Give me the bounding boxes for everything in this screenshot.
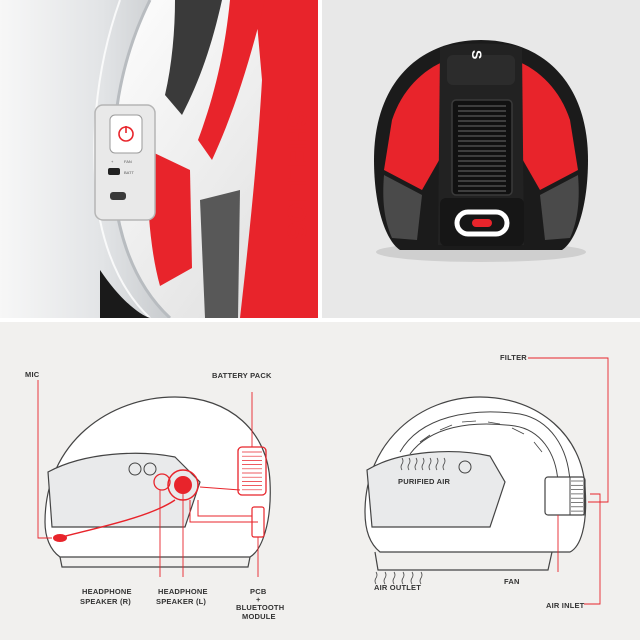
decor-wave <box>428 457 432 471</box>
pcb-label-3: BLUETOOTH <box>236 603 284 612</box>
decor-wave <box>392 571 396 585</box>
visor <box>0 0 170 318</box>
grey-graphic-right <box>540 175 579 240</box>
headphone-l-label-2: SPEAKER (L) <box>156 597 206 606</box>
filter-ridges <box>571 480 583 512</box>
purified-air-label: PURIFIED AIR <box>398 477 451 486</box>
helmet-diagram: MIC BATTERY PACK HEADPHONE SPEAKER (R) H… <box>0 322 640 640</box>
usb-port <box>110 192 126 200</box>
mic-label: MIC <box>25 370 40 379</box>
headphone-r-label-1: HEADPHONE <box>82 587 132 596</box>
panel-divider-horizontal <box>0 318 640 322</box>
filter-label: FILTER <box>500 353 527 362</box>
helmet-diagram-illustration: MIC BATTERY PACK HEADPHONE SPEAKER (R) H… <box>0 322 640 640</box>
air-outlet-label: AIR OUTLET <box>374 583 421 592</box>
helmet-closeup-illustration: + FAN BATT SHELLIOS <box>0 0 318 318</box>
rear-brand-text: S <box>469 50 485 59</box>
electronics-helmet <box>37 380 271 577</box>
battery-icon <box>108 168 120 175</box>
speaker-l <box>174 476 192 494</box>
red-stripe-upper <box>198 0 265 160</box>
decor-wave <box>435 457 439 471</box>
helmet-trim <box>100 270 150 318</box>
pcb-label-2: + <box>256 595 261 604</box>
decor-wave <box>421 457 425 471</box>
mic-boom <box>57 499 176 539</box>
batt-label: BATT <box>124 170 134 175</box>
power-button <box>109 114 143 154</box>
mic-capsule <box>53 534 67 542</box>
decor-wave <box>407 457 411 471</box>
decor-wave <box>401 571 405 585</box>
helmet-rear-illustration: S <box>322 0 640 318</box>
pcb-label-4: MODULE <box>242 612 276 621</box>
headphone-r-label-2: SPEAKER (R) <box>80 597 131 606</box>
fan-label: FAN <box>124 159 132 164</box>
decor-wave <box>410 571 414 585</box>
helmet-closeup-photo: + FAN BATT SHELLIOS <box>0 0 318 318</box>
speaker-r <box>153 473 171 491</box>
decor-wave <box>383 571 387 585</box>
purified-air-waves <box>400 457 446 471</box>
led-ring <box>454 209 510 237</box>
plus-glyph: + <box>111 159 114 164</box>
dark-stripe <box>165 0 222 115</box>
fan-unit <box>544 476 586 516</box>
panel-divider-vertical <box>318 0 322 318</box>
grey-panel <box>200 190 240 318</box>
helmet-rear-photo: S <box>322 0 640 318</box>
decor-wave <box>419 571 423 585</box>
grill-slats <box>458 105 506 192</box>
brand-text: SHELLIOS <box>282 110 312 240</box>
visor-outline <box>47 452 201 528</box>
red-panel-lower <box>147 150 192 286</box>
fan-label-diagram: FAN <box>504 577 520 586</box>
air-outlet-waves <box>374 571 423 585</box>
decor-wave <box>374 571 378 585</box>
led-light <box>472 219 492 227</box>
decor-wave <box>442 457 446 471</box>
red-stripe-right <box>240 0 318 318</box>
decor-wave <box>414 457 418 471</box>
battery-pack-label: BATTERY PACK <box>212 371 272 380</box>
pcb-label-1: PCB <box>250 587 267 596</box>
headphone-l-label-1: HEADPHONE <box>158 587 208 596</box>
grey-graphic-left <box>383 175 422 240</box>
decor-wave <box>400 457 404 471</box>
air-inlet-label: AIR INLET <box>546 601 585 610</box>
battery-ridges <box>242 451 262 491</box>
air-helmet <box>364 357 609 605</box>
